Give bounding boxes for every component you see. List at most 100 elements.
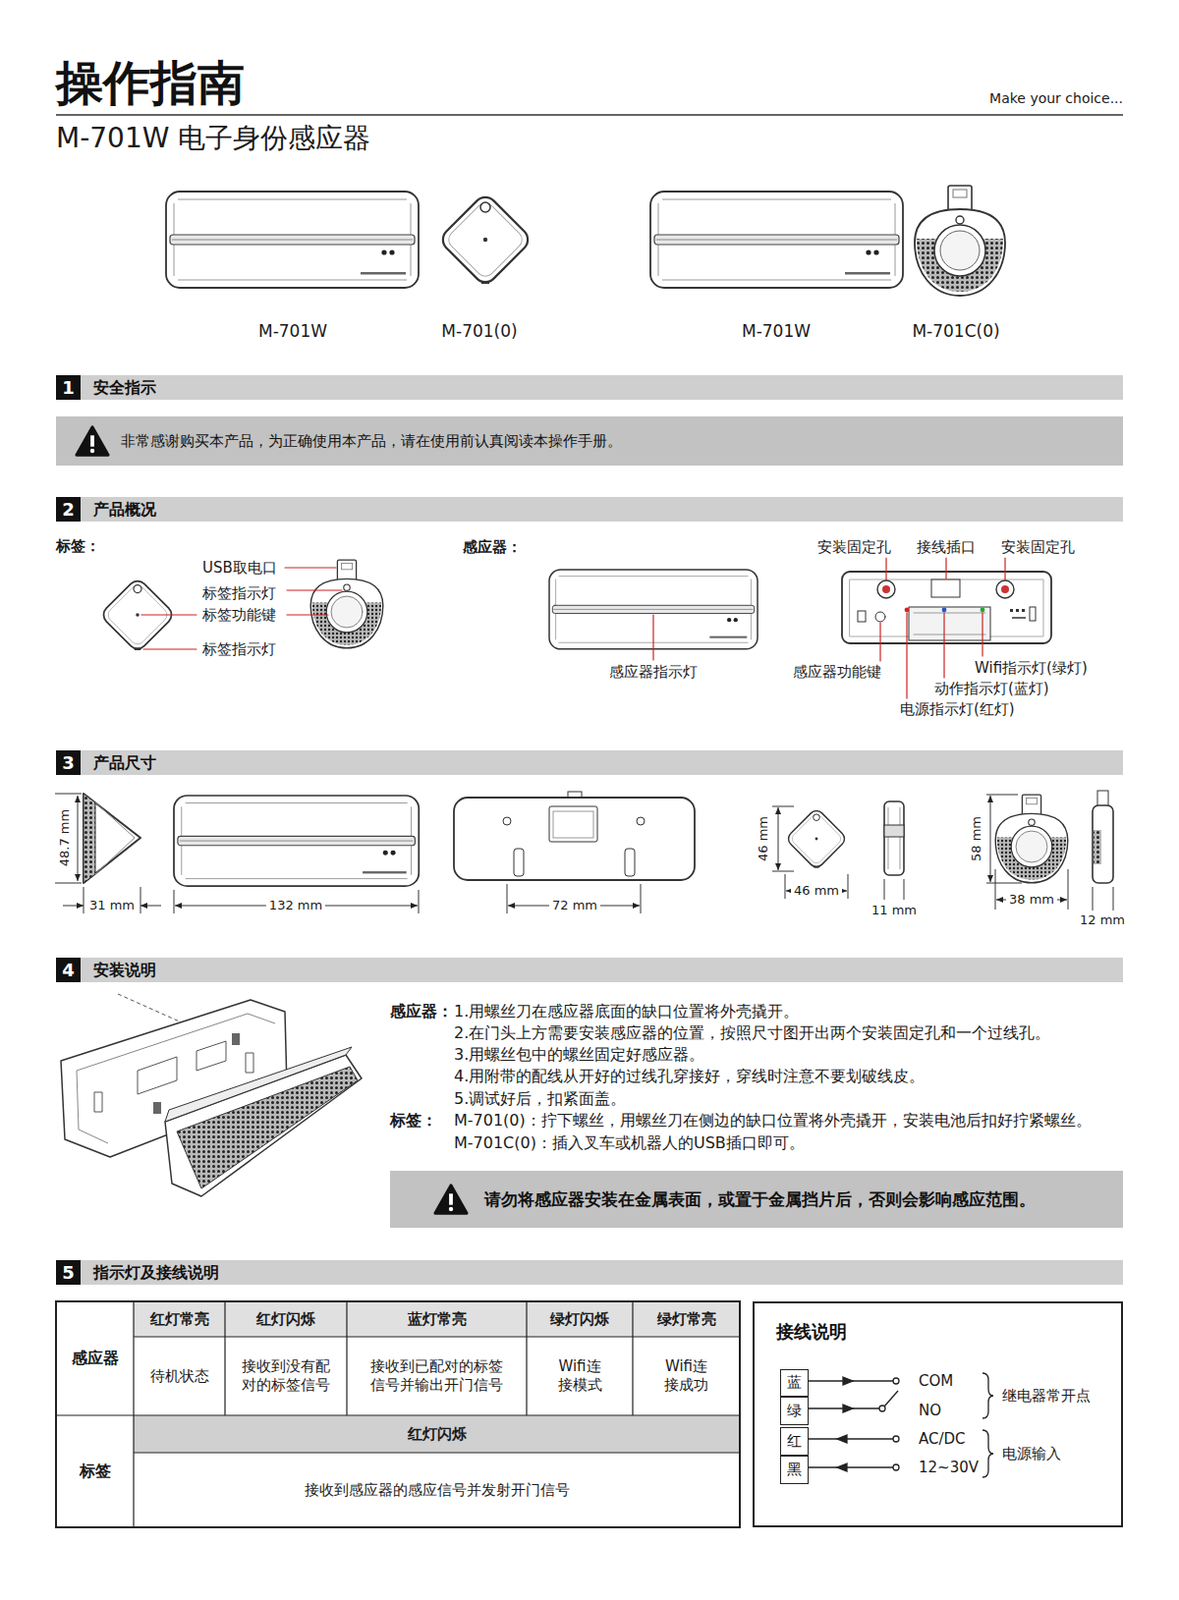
warning-icon [73, 423, 112, 459]
install-figure [245, 1053, 254, 1073]
indicator-table [56, 1301, 740, 1528]
part-label: 标签指示灯 [202, 584, 277, 604]
warning-icon [90, 449, 95, 453]
dimension-line [778, 807, 780, 871]
indicator-table [224, 1301, 633, 1416]
terminal-label: 12~30V [918, 1459, 979, 1478]
instruction-step: 1.用螺丝刀在感应器底面的缺口位置将外壳撬开。 [453, 1002, 799, 1022]
leader-line [143, 648, 197, 650]
dimension-figures [173, 795, 419, 887]
section-title: 安装说明 [93, 960, 157, 980]
dimension-line [785, 874, 848, 899]
section-number: 1 [56, 375, 81, 400]
round-tag-side-view [1093, 830, 1102, 865]
wiring-note: 继电器常开点 [1002, 1387, 1091, 1406]
section-number: 4 [56, 957, 81, 983]
table-cell: 接收到感应器的感应信号并发射开门信号 [304, 1481, 570, 1501]
instruction-step: M-701C(0)：插入叉车或机器人的USB插口即可。 [453, 1133, 805, 1154]
table-cell: 接收到没有配 对的标签信号 [236, 1357, 336, 1396]
overview-figures [100, 558, 1052, 699]
group-label: 感应器： [390, 1002, 453, 1022]
product-photos [166, 191, 419, 288]
warning-icon [432, 1181, 470, 1218]
leader-line [284, 566, 337, 568]
part-label: 电源指示灯(红灯) [899, 700, 1015, 720]
product-photos [650, 191, 903, 288]
table-col-header: 蓝灯常亮 [407, 1310, 467, 1330]
model-name: M-701W [258, 321, 328, 342]
dimension-line [506, 884, 641, 914]
dimension: 46 mm [755, 816, 772, 862]
wiring-diagram [893, 1378, 899, 1385]
sensor-back-view [513, 848, 524, 877]
sensor-back [1010, 609, 1013, 613]
dimension-line [55, 793, 82, 884]
sensor-back-view [624, 848, 635, 877]
wire-color-box: 绿 [780, 1397, 809, 1426]
leader-line [879, 622, 881, 662]
wiring-diagram [884, 1391, 899, 1407]
wiring-diagram [842, 1377, 853, 1386]
install-figure [165, 1055, 362, 1197]
sensor-back-view [553, 811, 594, 839]
indicator-table [133, 1452, 740, 1454]
terminal-label: NO [918, 1402, 942, 1421]
warning-text: 非常感谢购买本产品，为正确使用本产品，请在使用前认真阅读本操作手册。 [120, 432, 622, 450]
wiring-diagram [893, 1464, 899, 1471]
sensor-back [1021, 609, 1025, 613]
part-label: Wifi指示灯(绿灯) [974, 659, 1088, 678]
warning-icon [435, 1185, 467, 1215]
tag-side-view [884, 801, 904, 876]
product-photos [166, 185, 1006, 296]
warning-icon [449, 1207, 453, 1212]
table-col-header: 绿灯常亮 [657, 1310, 717, 1330]
dimension: 72 mm [549, 898, 601, 914]
instruction-step: 5.调试好后，扣紧面盖。 [453, 1089, 626, 1110]
warning-icon [432, 1181, 470, 1218]
overview-figures [310, 560, 384, 649]
round-tag-side-view [1092, 805, 1114, 884]
section-band: 1安全指示 [56, 375, 1123, 400]
subtitle: M-701W 电子身份感应器 [56, 120, 371, 156]
wiring-note: 电源输入 [1002, 1445, 1062, 1464]
dimension: 46 mm [790, 883, 843, 899]
wiring-diagram [806, 1438, 894, 1440]
product-photos [914, 185, 1006, 296]
table-cell: Wifi连 接成功 [657, 1357, 717, 1396]
section-number: 3 [56, 750, 81, 776]
sensor-back [877, 580, 896, 599]
install-figure [60, 994, 362, 1197]
part-label: 安装固定孔 [817, 538, 892, 558]
group-label: 标签： [56, 537, 101, 557]
section-title: 指示灯及接线说明 [93, 1263, 220, 1283]
section-band: 5指示灯及接线说明 [56, 1260, 1123, 1286]
warning-icon [90, 435, 95, 447]
dimension-figures [785, 807, 847, 870]
leader-line [905, 613, 907, 699]
dimension: 12 mm [1079, 912, 1125, 929]
wiring-diagram [837, 1435, 847, 1444]
sensor-back [857, 611, 866, 622]
dimension-line [77, 795, 79, 882]
section-title: 产品尺寸 [93, 753, 157, 773]
wiring-diagram [806, 1373, 994, 1478]
part-label: 接线插口 [916, 538, 976, 558]
leader-line [141, 567, 342, 650]
slogan: Make your choice... [989, 90, 1123, 109]
title-rule [56, 113, 1123, 116]
dimension: 31 mm [89, 898, 135, 914]
sensor-back-view [549, 806, 598, 843]
sensor-back [842, 571, 1052, 644]
warning-text: 请勿将感应器安装在金属表面，或置于金属挡片后，否则会影响感应范围。 [484, 1189, 1036, 1210]
dimension: 58 mm [968, 816, 985, 862]
wire-color: 黑 [786, 1461, 802, 1479]
leader-line [1004, 558, 1006, 580]
dimension-line [83, 887, 141, 914]
sensor-back [942, 608, 948, 614]
leader-line [653, 558, 1006, 699]
warning-icon [449, 1193, 453, 1205]
part-label: 动作指示灯(蓝灯) [934, 679, 1050, 699]
part-label: 安装固定孔 [1001, 538, 1075, 558]
